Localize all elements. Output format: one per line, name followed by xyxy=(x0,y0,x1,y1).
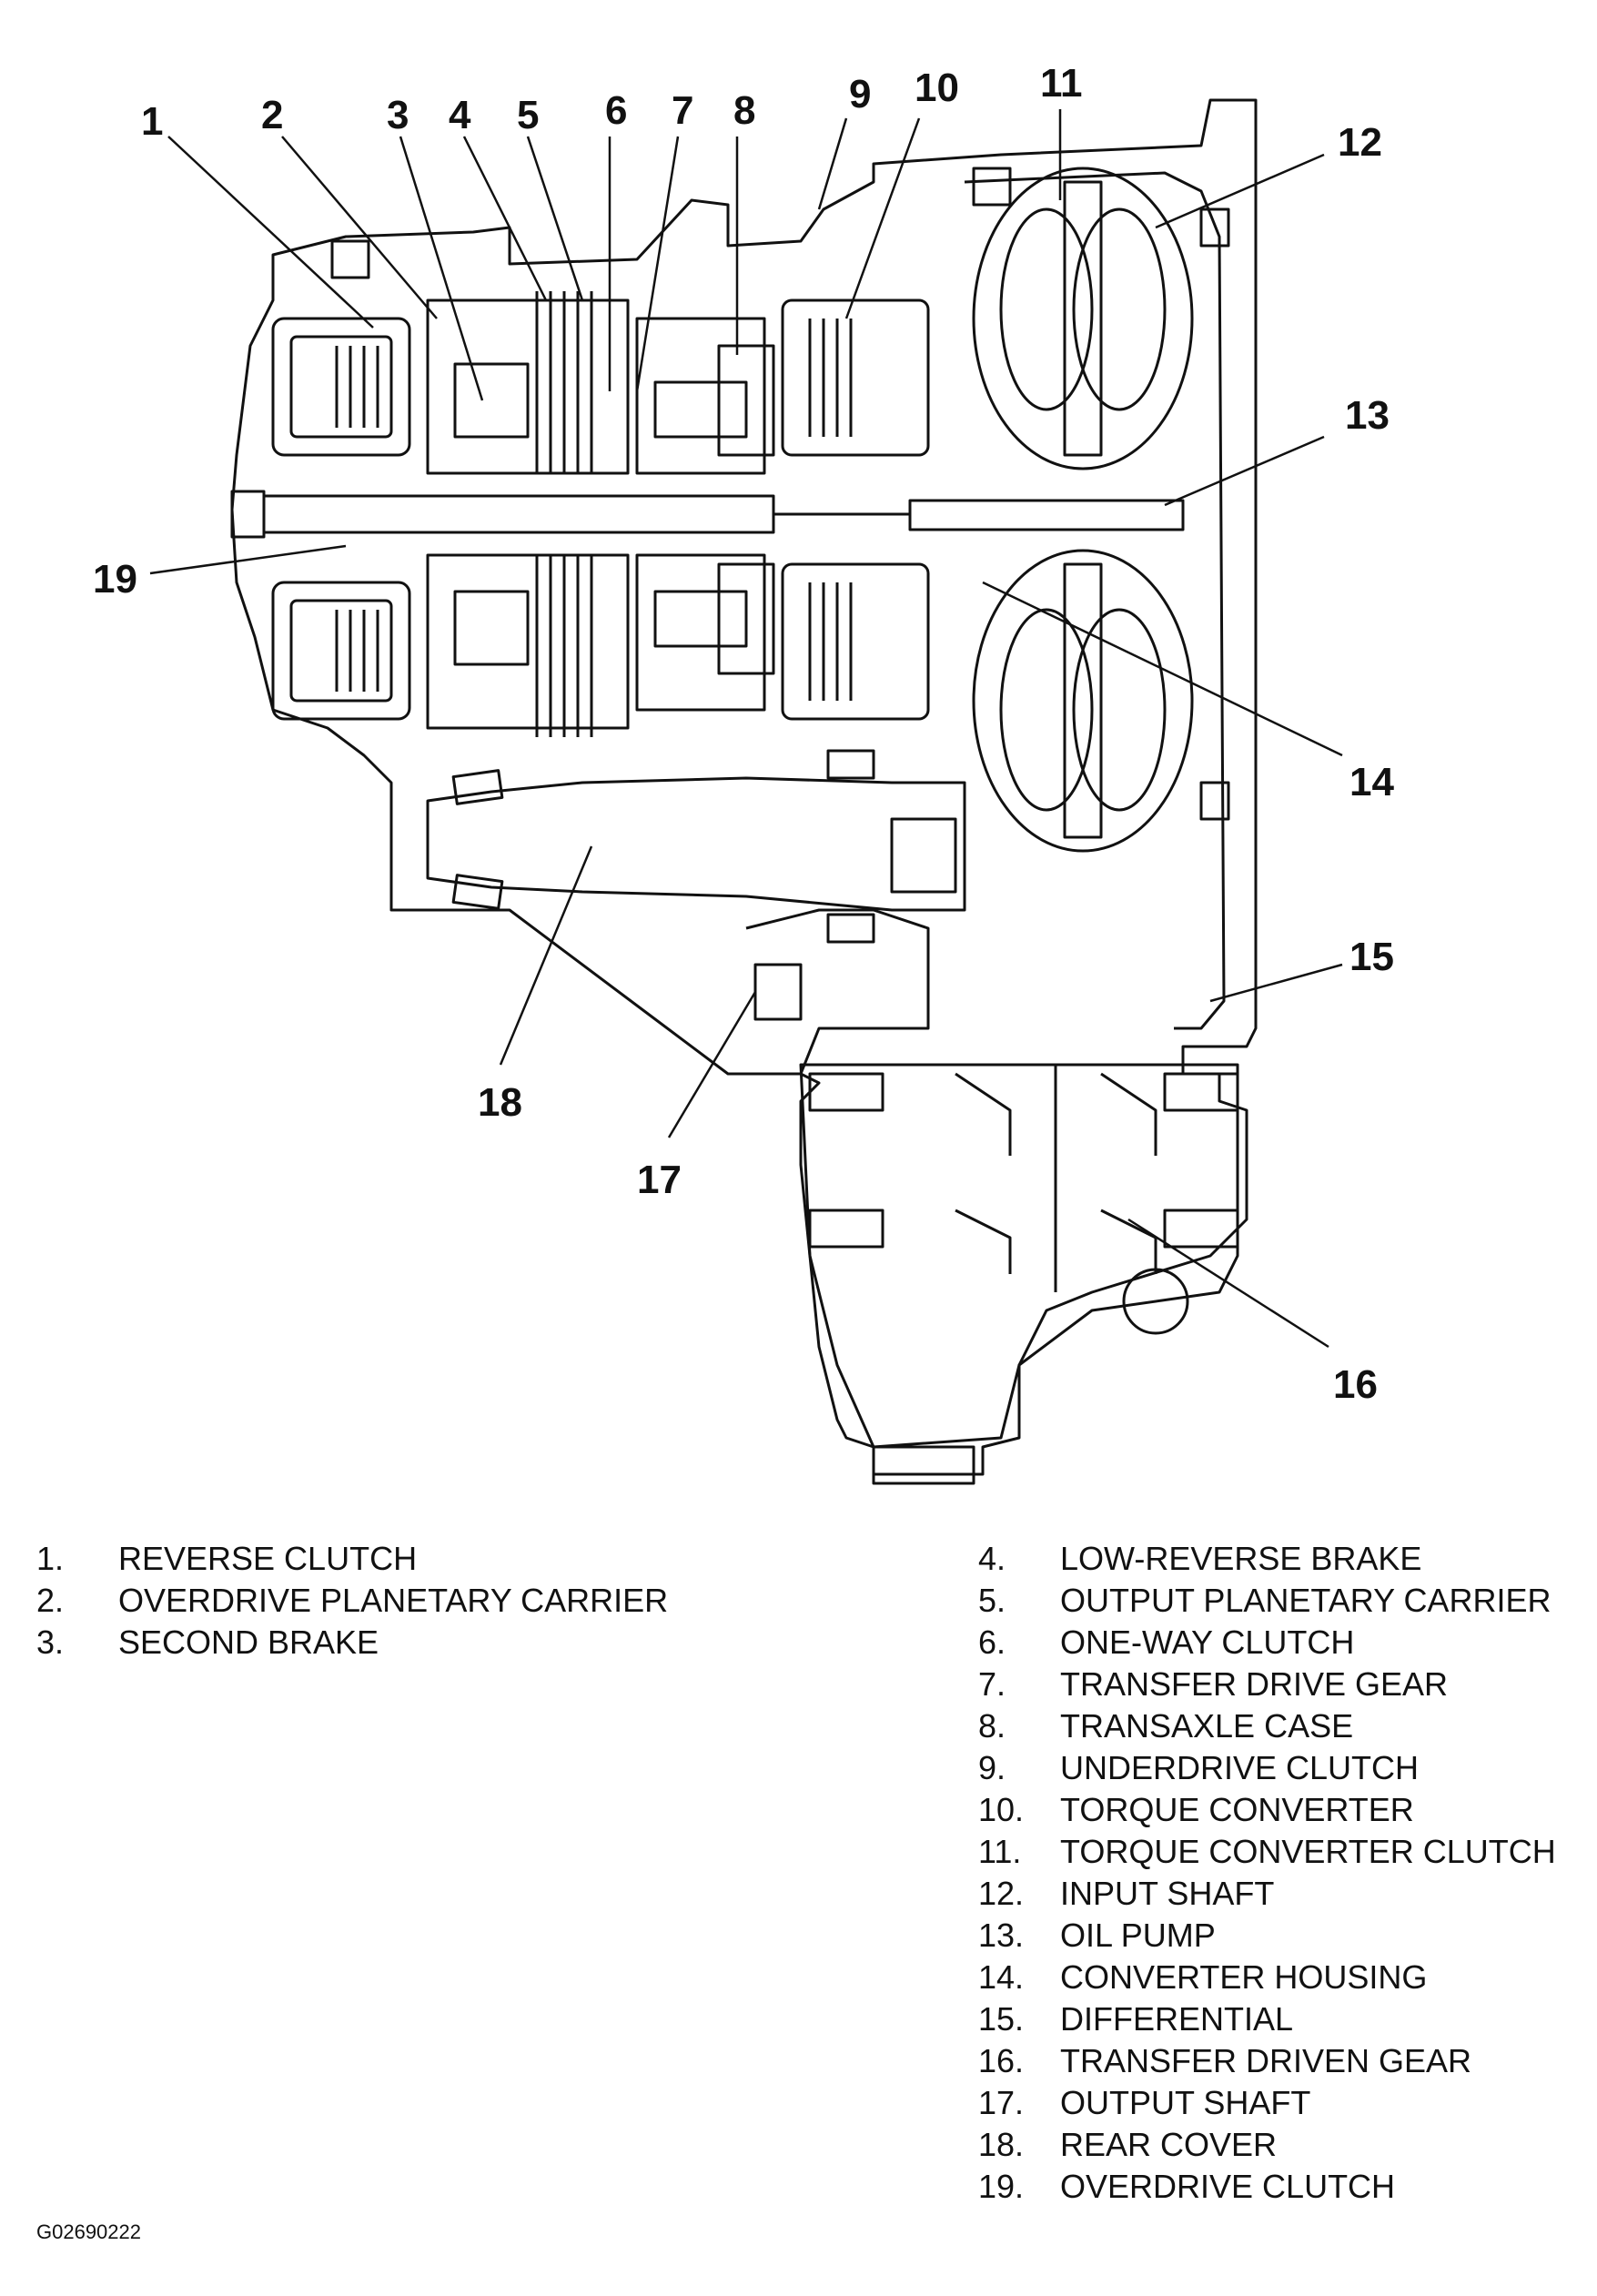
legend-label: TRANSFER DRIVE GEAR xyxy=(1060,1665,1449,1703)
legend-number: 9. xyxy=(978,1749,1006,1786)
callout-17: 17 xyxy=(637,1158,682,1202)
legend-right: 4. LOW-REVERSE BRAKE 5. OUTPUT PLANETARY C… xyxy=(978,1538,1588,2211)
transaxle-cross-section xyxy=(149,98,1343,1485)
figure-id: G02690222 xyxy=(36,2220,141,2243)
legend-label: SECOND BRAKE xyxy=(118,1623,379,1661)
legend-number: 6. xyxy=(978,1623,1006,1661)
legend-number: 7. xyxy=(978,1665,1006,1703)
legend-label: OUTPUT SHAFT xyxy=(1060,2084,1311,2121)
callout-13: 13 xyxy=(1345,393,1390,438)
legend-number: 1. xyxy=(36,1540,65,1577)
differential-housing xyxy=(799,1063,1239,1449)
legend-number: 14. xyxy=(978,1958,1025,1996)
legend-label: UNDERDRIVE CLUTCH xyxy=(1060,1749,1420,1786)
torque-converter-lower xyxy=(972,549,1194,853)
callout-14: 14 xyxy=(1349,760,1394,804)
legend-number: 12. xyxy=(978,1875,1025,1912)
legend-label: TRANSFER DRIVEN GEAR xyxy=(1060,2042,1472,2079)
legend-number: 19. xyxy=(978,2168,1025,2205)
legend-label: OVERDRIVE PLANETARY CARRIER xyxy=(118,1582,669,1619)
callout-7: 7 xyxy=(672,88,694,133)
legend-number: 13. xyxy=(978,1917,1025,1954)
callout-3: 3 xyxy=(387,93,409,137)
output-shaft xyxy=(426,776,966,912)
callout-9: 9 xyxy=(849,72,872,116)
callout-6: 6 xyxy=(605,88,628,133)
legend-number: 3. xyxy=(36,1623,65,1661)
callout-4: 4 xyxy=(449,93,471,137)
legend-number: 17. xyxy=(978,2084,1025,2121)
legend-number: 11. xyxy=(978,1833,1022,1870)
legend-label: REVERSE CLUTCH xyxy=(118,1540,418,1577)
callout-19: 19 xyxy=(93,557,137,602)
callout-1: 1 xyxy=(141,99,164,144)
legend-number: 4. xyxy=(978,1540,1006,1577)
legend-label: TORQUE CONVERTER xyxy=(1060,1791,1414,1828)
legend-label: ONE-WAY CLUTCH xyxy=(1060,1623,1355,1661)
callout-5: 5 xyxy=(517,93,540,137)
callout-16: 16 xyxy=(1333,1362,1378,1407)
legend-label: REAR COVER xyxy=(1060,2126,1278,2163)
legend-number: 15. xyxy=(978,2000,1025,2038)
callout-11: 11 xyxy=(1040,61,1083,106)
callout-2: 2 xyxy=(261,93,284,137)
legend-number: 8. xyxy=(978,1707,1006,1745)
legend-label: INPUT SHAFT xyxy=(1060,1875,1275,1912)
legend-label: DIFFERENTIAL xyxy=(1060,2000,1294,2038)
legend-number: 5. xyxy=(978,1582,1006,1619)
legend-label: OIL PUMP xyxy=(1060,1917,1216,1954)
legend-left: 1. REVERSE CLUTCH 2. OVERDRIVE PLANETARY… xyxy=(36,1538,855,1674)
callout-18: 18 xyxy=(478,1080,522,1125)
callout-8: 8 xyxy=(733,88,756,133)
legend-label: OVERDRIVE CLUTCH xyxy=(1060,2168,1396,2205)
legend-label: TORQUE CONVERTER CLUTCH xyxy=(1060,1833,1556,1870)
legend-number: 16. xyxy=(978,2042,1025,2079)
legend-number: 18. xyxy=(978,2126,1025,2163)
torque-converter-upper xyxy=(972,167,1194,470)
legend-number: 2. xyxy=(36,1582,65,1619)
callout-12: 12 xyxy=(1338,120,1382,165)
legend-label: CONVERTER HOUSING xyxy=(1060,1958,1428,1996)
callout-15: 15 xyxy=(1349,935,1394,979)
main-shaft xyxy=(262,494,775,534)
legend-label: OUTPUT PLANETARY CARRIER xyxy=(1060,1582,1552,1619)
legend-number: 10. xyxy=(978,1791,1025,1828)
legend-label: LOW-REVERSE BRAKE xyxy=(1060,1540,1422,1577)
legend-label: TRANSAXLE CASE xyxy=(1060,1707,1354,1745)
callout-10: 10 xyxy=(915,66,959,110)
